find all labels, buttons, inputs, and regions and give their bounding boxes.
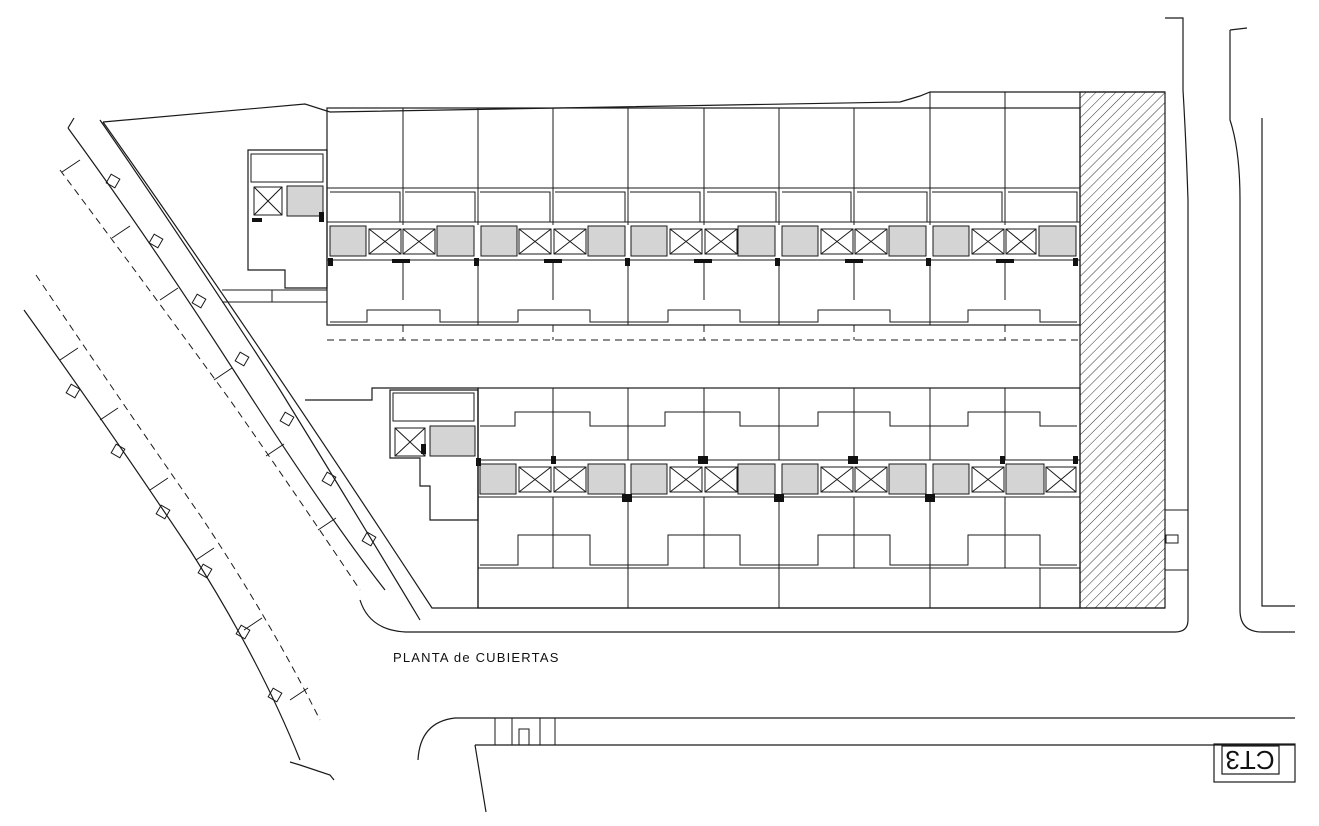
top-vents [328, 258, 1078, 266]
sheet-code-label: CT3 [1225, 745, 1274, 775]
lower-street [417, 717, 1295, 813]
top-building-block [326, 92, 1081, 341]
hatched-strip [1079, 91, 1166, 609]
bottom-roof-panels [479, 463, 1045, 495]
top-skylights [368, 228, 1037, 255]
bottom-stair-core [389, 389, 479, 521]
sheet-code-box: CT3 [1213, 743, 1296, 783]
bottom-skylights [518, 466, 1077, 493]
top-stair-core [222, 149, 328, 303]
top-roof-panels [329, 225, 1077, 257]
street-lamps [65, 173, 377, 703]
left-street [23, 117, 421, 781]
drawing-caption: PLANTA de CUBIERTAS [393, 650, 560, 665]
